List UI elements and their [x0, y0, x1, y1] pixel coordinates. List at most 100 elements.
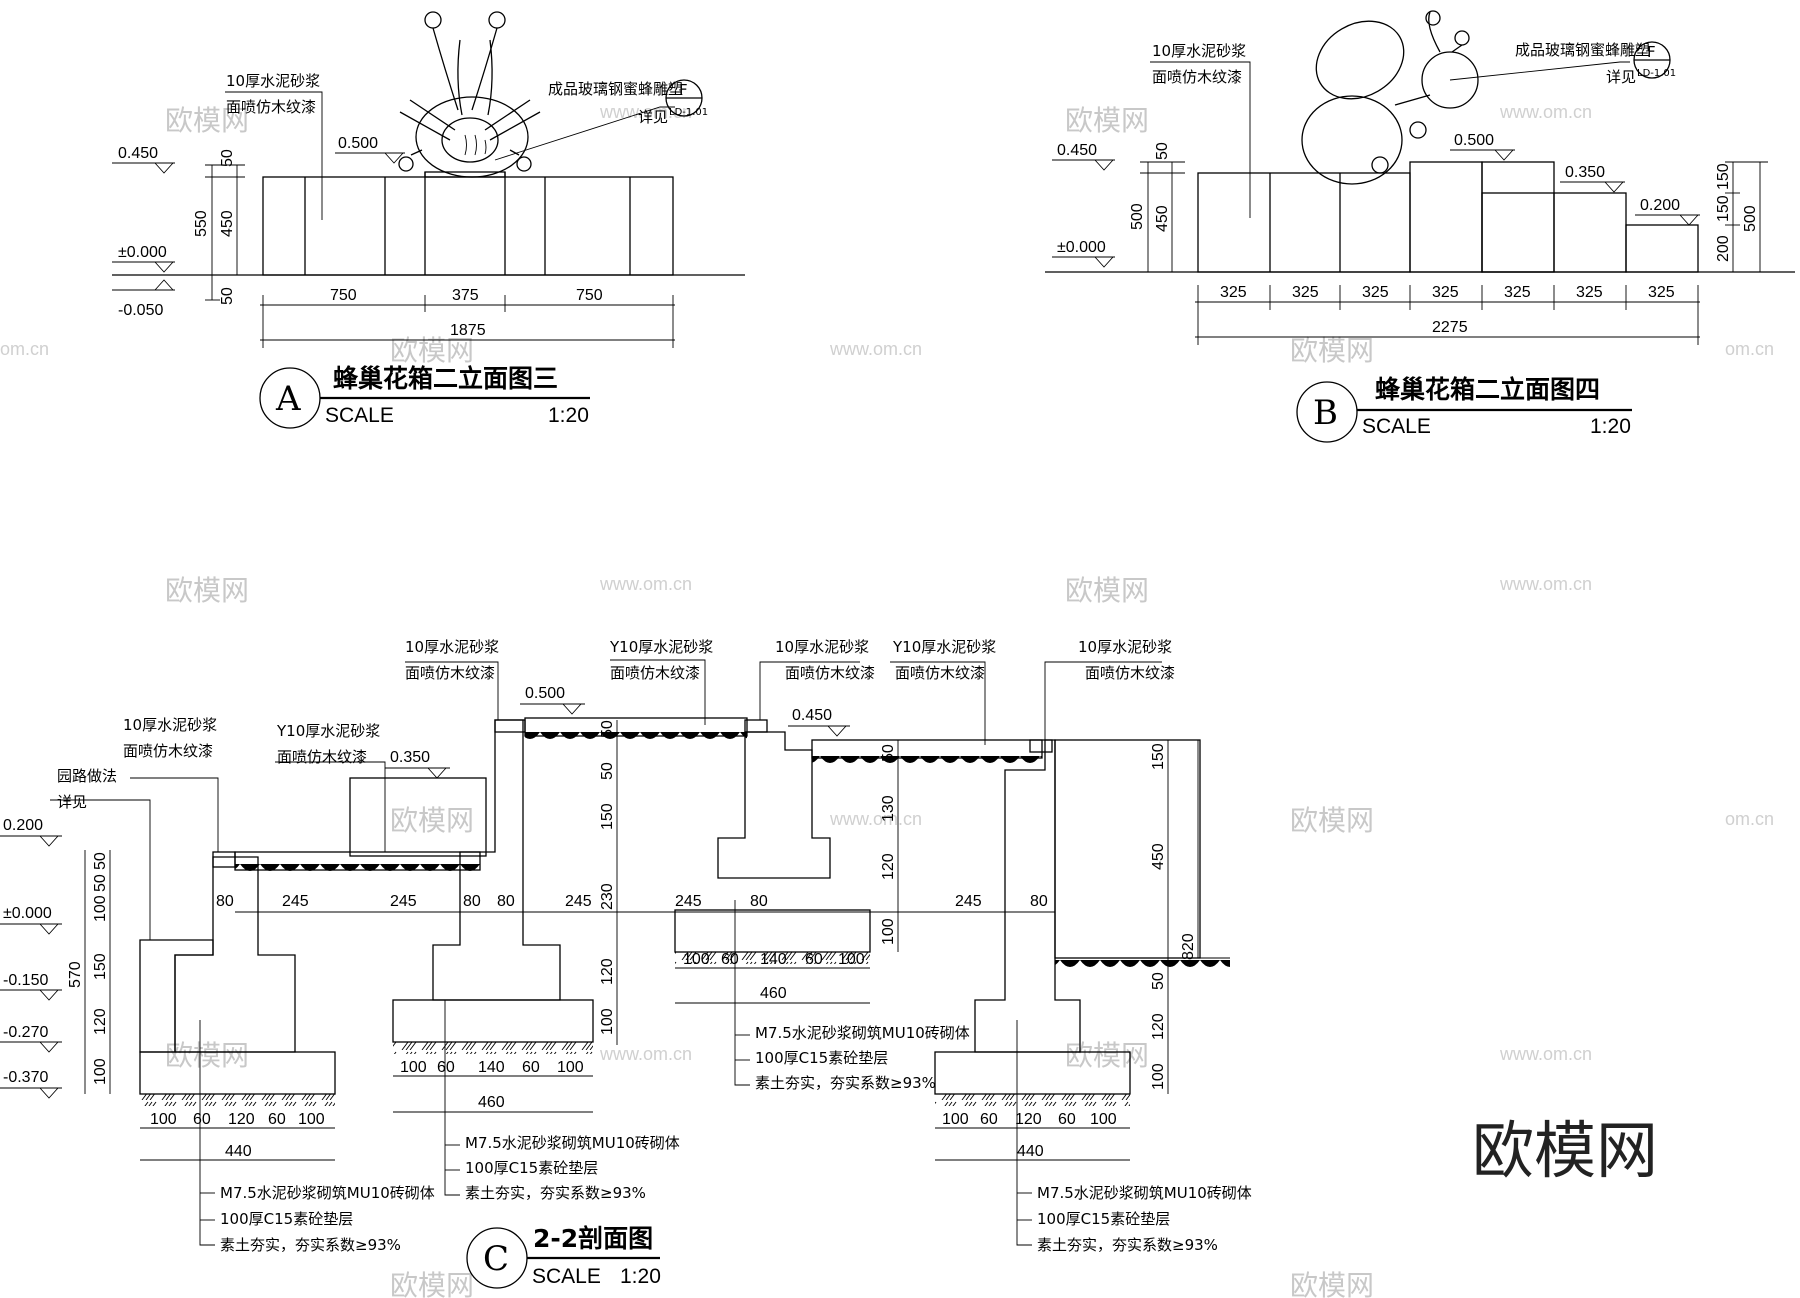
dimension: 60	[268, 1111, 286, 1128]
note-mortar: 10厚水泥砂浆	[775, 638, 869, 656]
watermark-brand: 欧模网	[165, 1039, 249, 1072]
dimension: 500	[1742, 205, 1759, 232]
dimension: 80	[497, 893, 515, 910]
note-see: 详见	[638, 108, 668, 126]
dimension: 245	[390, 893, 417, 910]
note-masonry: M7.5水泥砂浆砌筑MU10砖砌体	[465, 1134, 680, 1152]
note-concrete: 100厚C15素砼垫层	[465, 1159, 598, 1177]
planter-block	[349, 777, 487, 857]
elevation-label: 0.450	[1057, 142, 1097, 159]
note-paint: 面喷仿木纹漆	[226, 98, 316, 116]
view-label-circle	[1296, 381, 1358, 443]
dimension: 80	[750, 893, 768, 910]
elevation-label: 0.500	[525, 685, 565, 702]
dimension: 150	[1715, 195, 1732, 222]
watermark-brand: 欧模网	[1290, 1269, 1374, 1298]
brick-wall	[432, 719, 561, 1001]
note-see: 详见	[1606, 68, 1636, 86]
elevation-label: -0.270	[3, 1024, 48, 1041]
note-masonry: M7.5水泥砂浆砌筑MU10砖砌体	[1037, 1184, 1252, 1202]
dimension: 60	[437, 1059, 455, 1076]
elevation-label: 0.450	[118, 145, 158, 162]
note-paint: 面喷仿木纹漆	[1085, 664, 1175, 682]
detail-ref-sheet: LD-1.01	[669, 107, 708, 118]
elevation-label: ±0.000	[1057, 239, 1106, 256]
note-concrete: 100厚C15素砼垫层	[1037, 1210, 1170, 1228]
note-mortar: 10厚水泥砂浆	[1152, 42, 1246, 60]
elevation-view-a: 10厚水泥砂浆 面喷仿木纹漆 成品玻璃钢蜜蜂雕塑 详见 F LD-1.01 0.…	[112, 11, 745, 429]
note-paint: 面喷仿木纹漆	[785, 664, 875, 682]
watermarks: 欧模网 www.om.cn 欧模网 www.om.cn om.cn 欧模网 ww…	[0, 102, 1774, 1298]
dimension-total: 1875	[450, 322, 486, 339]
dimension: 100	[880, 918, 897, 945]
section-view-c: 10厚水泥砂浆 面喷仿木纹漆 园路做法 详见 Y10厚水泥砂浆 面喷仿木纹漆 1…	[0, 638, 1252, 1289]
note-sculpture: 成品玻璃钢蜜蜂雕塑	[548, 80, 683, 98]
watermark-brand: 欧模网	[1065, 104, 1149, 137]
dimension: 100	[599, 1008, 616, 1035]
note-road: 园路做法	[57, 767, 117, 785]
elevation-label: ±0.000	[118, 244, 167, 261]
dimension: 150	[92, 953, 109, 980]
watermark-brand: 欧模网	[390, 804, 474, 837]
note-masonry: M7.5水泥砂浆砌筑MU10砖砌体	[755, 1024, 970, 1042]
dimension: 150	[1150, 743, 1167, 770]
watermark-url: om.cn	[1725, 339, 1774, 359]
elevation-label: 0.200	[1640, 197, 1680, 214]
planter-block	[1054, 739, 1201, 959]
note-concrete: 100厚C15素砼垫层	[220, 1210, 353, 1228]
dimension: 150	[1715, 163, 1732, 190]
dimension: 100	[298, 1111, 325, 1128]
note-mortar: 10厚水泥砂浆	[226, 72, 320, 90]
note-soil: 素土夯实，夯实系数≥93%	[755, 1074, 936, 1092]
dimension: 50	[1150, 972, 1167, 990]
scale-value: 1:20	[548, 404, 589, 427]
elevation-label: 0.450	[792, 707, 832, 724]
note-mortar-y: Y10厚水泥砂浆	[892, 638, 996, 656]
dimension: 50	[1154, 142, 1171, 160]
dimension: 150	[599, 803, 616, 830]
view-title: 蜂巢花箱二立面图三	[333, 364, 558, 393]
dimension: 325	[1432, 284, 1459, 301]
elevation-view-b: 10厚水泥砂浆 面喷仿木纹漆 成品玻璃钢蜜蜂雕塑 详见 F LD-1.01 0.…	[1045, 10, 1795, 443]
dimension: 140	[760, 951, 787, 968]
dimension: 50	[92, 852, 109, 870]
concrete-pad	[674, 909, 871, 953]
dimension: 440	[225, 1143, 252, 1160]
dimension: 60	[805, 951, 823, 968]
dimension: 245	[282, 893, 309, 910]
dimension: 80	[216, 893, 234, 910]
scale-word: SCALE	[325, 404, 394, 427]
watermark-large: 欧模网	[1472, 1114, 1658, 1187]
note-mortar-y: Y10厚水泥砂浆	[609, 638, 713, 656]
dimension: 550	[193, 210, 210, 237]
detail-ref-letter: F	[1647, 43, 1656, 61]
compacted-soil	[393, 1042, 593, 1054]
note-concrete: 100厚C15素砼垫层	[755, 1049, 888, 1067]
compacted-soil	[675, 952, 870, 964]
watermark-brand: 欧模网	[1065, 574, 1149, 607]
watermark-url: www.om.cn	[829, 339, 922, 359]
dimension: 750	[330, 287, 357, 304]
dimension: 130	[880, 795, 897, 822]
dimension: 60	[193, 1111, 211, 1128]
note-mortar-y: Y10厚水泥砂浆	[276, 722, 380, 740]
note-masonry: M7.5水泥砂浆砌筑MU10砖砌体	[220, 1184, 435, 1202]
dimension: 440	[1017, 1143, 1044, 1160]
note-soil: 素土夯实，夯实系数≥93%	[220, 1236, 401, 1254]
dimension: 50	[880, 744, 897, 762]
note-paint: 面喷仿木纹漆	[405, 664, 495, 682]
scale-word: SCALE	[1362, 415, 1431, 438]
dimension: 570	[67, 961, 84, 988]
watermark-url: www.om.cn	[1499, 102, 1592, 122]
bee-sculpture	[398, 11, 541, 178]
watermark-brand: 欧模网	[1065, 1039, 1149, 1072]
dimension: 100	[1150, 1063, 1167, 1090]
planter-block	[1481, 161, 1555, 273]
note-mortar: 10厚水泥砂浆	[123, 716, 217, 734]
note-mortar: 10厚水泥砂浆	[1078, 638, 1172, 656]
dimension: 50	[92, 874, 109, 892]
watermark-brand: 欧模网	[390, 334, 474, 367]
note-paint: 面喷仿木纹漆	[610, 664, 700, 682]
compacted-soil	[140, 1094, 335, 1106]
